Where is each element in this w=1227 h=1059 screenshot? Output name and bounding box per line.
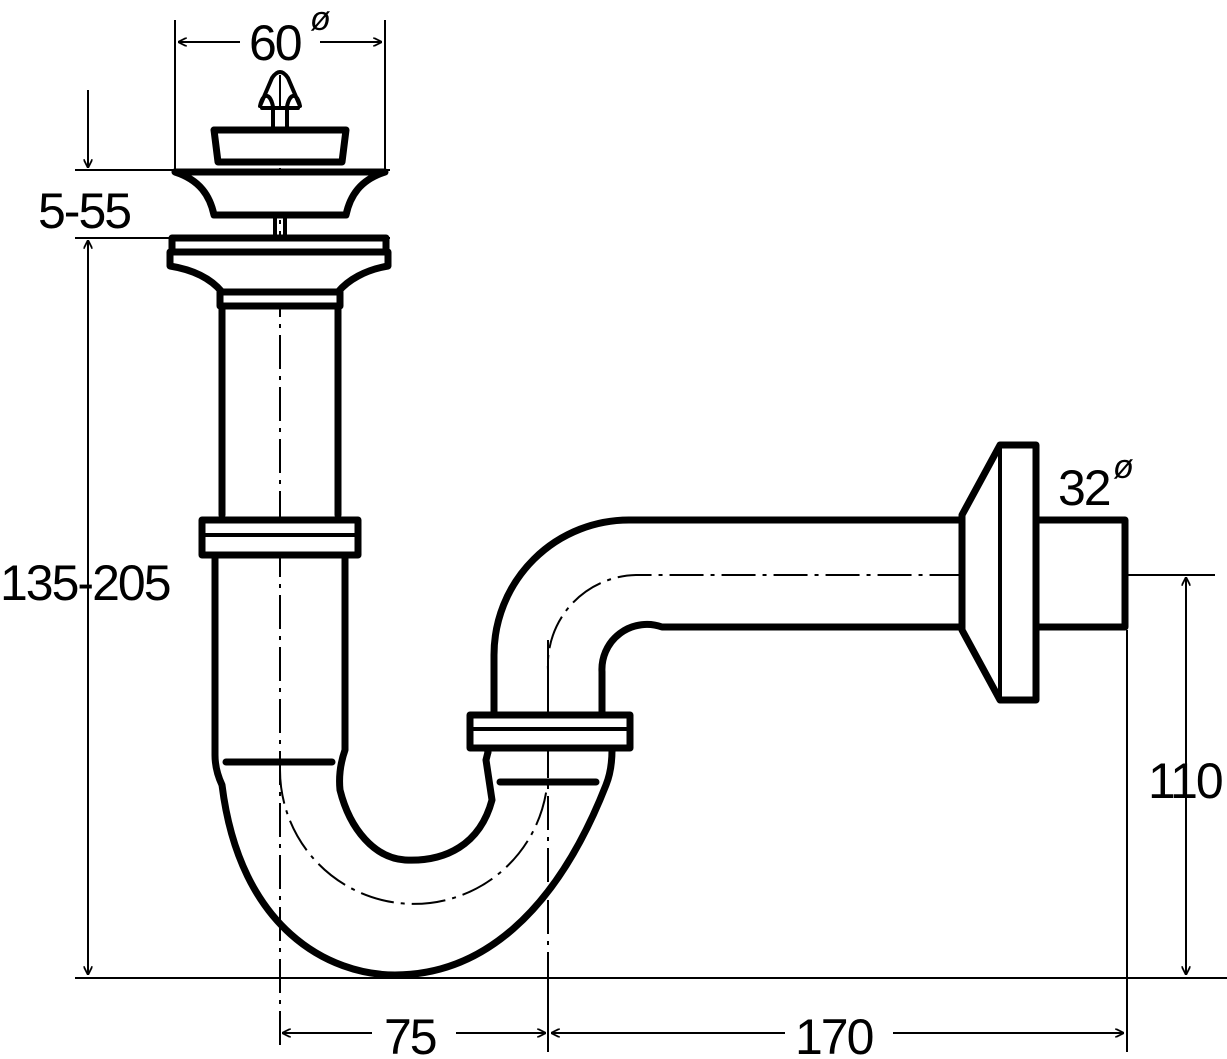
wall-rosette [958,441,1129,704]
union-nut-left [198,516,362,559]
label-outlet-length: 170 [795,1009,873,1059]
label-trap-offset: 75 [384,1009,436,1059]
j-bend [211,551,616,979]
union-nut-right [466,711,634,752]
waste-flange [166,234,392,310]
tailpiece-pipe [218,302,342,519]
label-outlet-diameter: 32 [1058,460,1110,516]
label-total-height: 135-205 [0,555,170,611]
diameter-symbol-outlet: ø [1113,448,1134,486]
diameter-symbol-top: ø [310,0,331,38]
outlet-pipe [490,516,966,716]
label-top-diameter: 60 [249,15,301,71]
drain-plug [171,70,389,239]
dimension-lines [88,42,1186,1033]
label-drain-adjust: 5-55 [38,183,130,239]
label-outlet-height: 110 [1148,753,1222,809]
